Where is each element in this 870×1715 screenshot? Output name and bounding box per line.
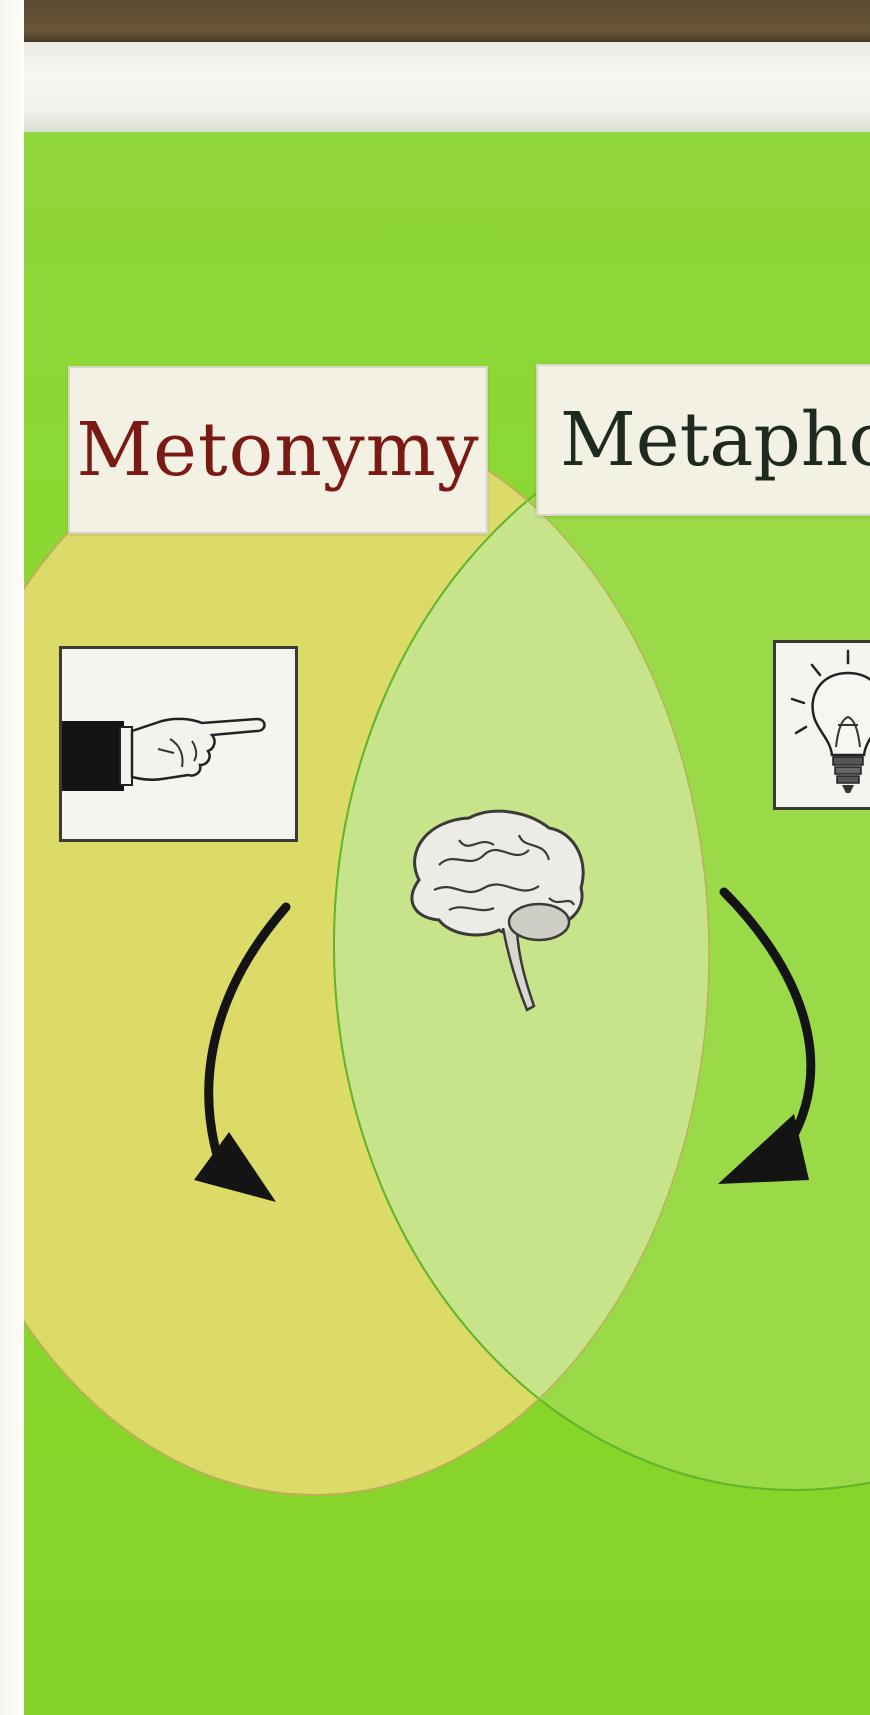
metonymy-label: Metonymy <box>68 366 488 534</box>
pointing-hand-card <box>59 646 298 842</box>
whiteboard-strip <box>24 42 870 132</box>
pointing-hand-icon <box>62 649 295 839</box>
light-bulb-card <box>773 640 870 810</box>
board-top-frame <box>24 0 870 42</box>
photo-left-margin <box>0 0 24 1715</box>
metaphor-label-text: Metapho <box>560 397 870 483</box>
light-bulb-icon <box>776 643 870 807</box>
metonymy-label-text: Metonymy <box>76 407 479 493</box>
metaphor-label: Metapho <box>536 364 870 516</box>
venn-poster: Metonymy Metapho <box>24 132 870 1715</box>
